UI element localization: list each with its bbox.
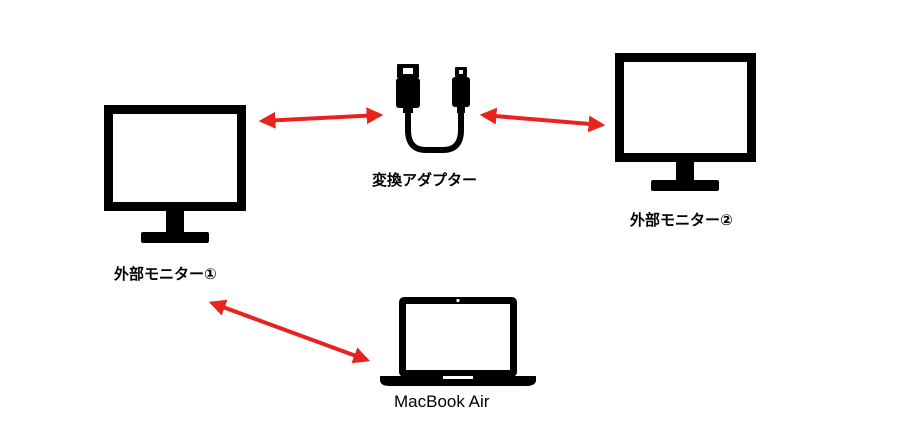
- monitor-1-label: 外部モニター①: [114, 265, 217, 283]
- laptop-icon: [380, 297, 536, 386]
- arrow-adapter-monitor2: [479, 107, 606, 133]
- adapter-label: 変換アダプター: [372, 171, 478, 189]
- monitor-2-icon: [615, 53, 756, 191]
- monitor-1-icon: [104, 105, 246, 243]
- monitor-2-label: 外部モニター②: [630, 211, 733, 229]
- arrow-monitor1-adapter: [258, 107, 384, 129]
- arrow-monitor1-laptop: [208, 299, 371, 364]
- laptop-label: MacBook Air: [394, 392, 490, 411]
- adapter-cable-icon: [396, 64, 470, 153]
